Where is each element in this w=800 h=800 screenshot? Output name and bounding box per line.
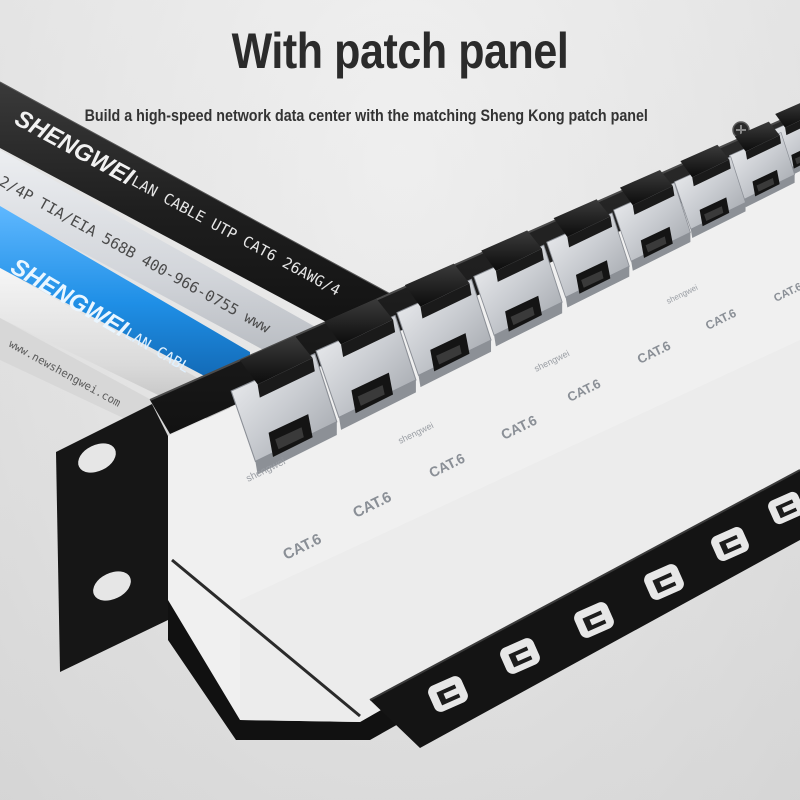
page-title: With patch panel <box>231 23 569 79</box>
cable-bundle <box>0 81 421 440</box>
page-subtitle: Build a high-speed network data center w… <box>84 106 648 125</box>
mounting-hole-icon <box>78 443 116 473</box>
mounting-hole-icon <box>93 571 131 601</box>
